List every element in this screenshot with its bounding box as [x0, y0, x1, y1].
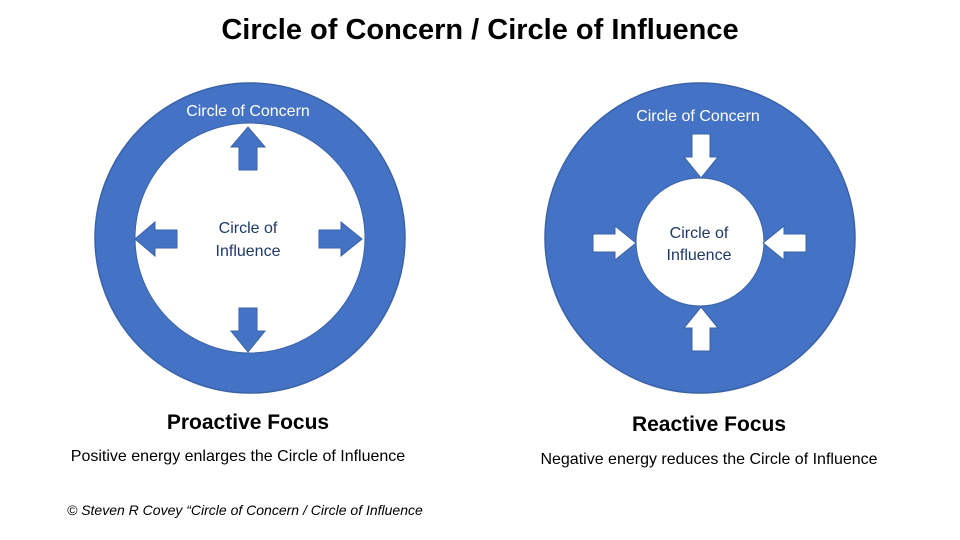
proactive-outer-label: Circle of Concern — [186, 103, 310, 120]
reactive-description: Negative energy reduces the Circle of In… — [540, 451, 878, 468]
proactive-arrow-left-icon — [134, 220, 178, 258]
proactive-description: Positive energy enlarges the Circle of I… — [70, 448, 406, 465]
proactive-circle-of-influence — [134, 122, 366, 354]
proactive-arrow-up-icon — [229, 126, 267, 171]
copyright-notice: © Steven R Covey “Circle of Concern / Ci… — [67, 502, 423, 518]
reactive-arrow-down-icon — [682, 133, 720, 179]
proactive-arrow-right-icon — [318, 220, 363, 258]
reactive-diagram: Circle of Concern Circle of Influence — [544, 82, 856, 394]
proactive-inner-label-line2: Influence — [216, 243, 281, 260]
proactive-heading: Proactive Focus — [166, 411, 330, 434]
reactive-outer-label: Circle of Concern — [636, 108, 760, 125]
reactive-heading: Reactive Focus — [631, 413, 787, 436]
proactive-arrow-down-icon — [229, 307, 267, 353]
reactive-inner-label-line1: Circle of — [670, 225, 729, 242]
proactive-inner-label-line1: Circle of — [219, 220, 278, 237]
reactive-arrow-right-icon — [592, 224, 637, 262]
page-title: Circle of Concern / Circle of Influence — [221, 14, 739, 46]
reactive-arrow-left-icon — [762, 224, 807, 262]
reactive-circle-of-influence — [635, 177, 765, 307]
reactive-inner-label-line2: Influence — [667, 247, 732, 264]
reactive-arrow-up-icon — [682, 306, 720, 352]
proactive-diagram: Circle of Concern Circle of Influence — [94, 82, 406, 394]
